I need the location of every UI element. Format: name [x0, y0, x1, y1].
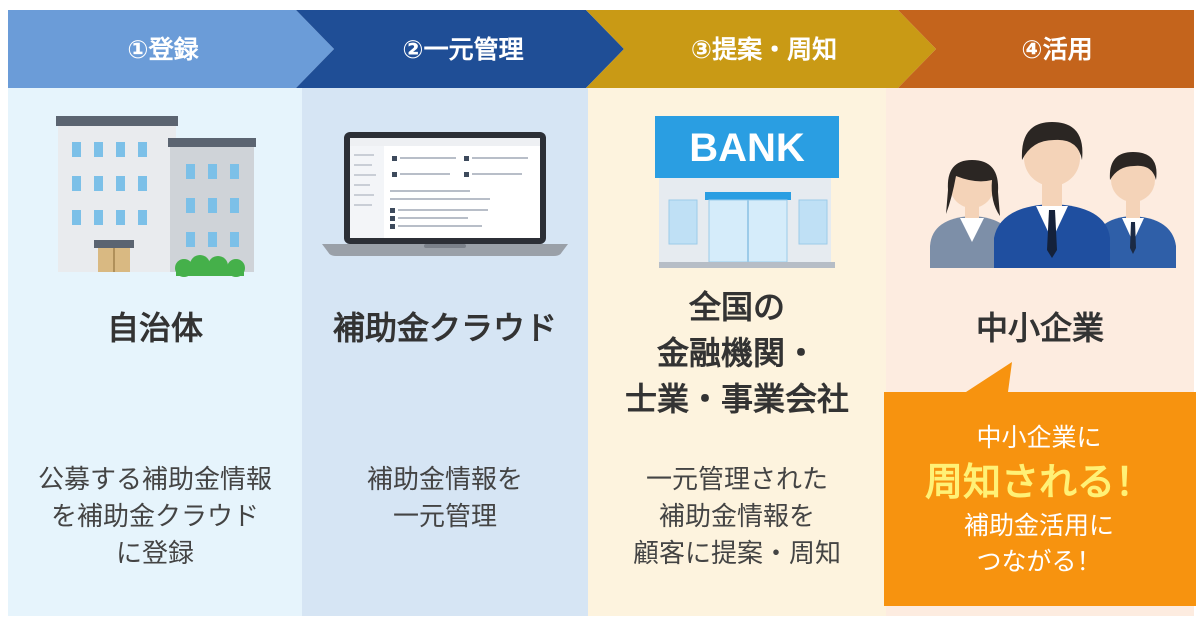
step-2-chevron: [296, 10, 624, 88]
callout-text: 中小企業に 周知される！ 補助金活用に つながる！: [884, 420, 1194, 580]
sme-title: 中小企業: [975, 309, 1104, 347]
callout-line-3: つながる！: [976, 547, 1102, 576]
finance-description: 一元管理された 補助金情報を 顧客に提案・周知: [632, 465, 841, 569]
step-1-chevron: [8, 10, 334, 88]
step-3-label: ③提案・周知: [690, 35, 838, 64]
municipal-building-icon: [56, 116, 256, 277]
bank-icon: BANK: [655, 116, 839, 268]
cloud-title: 補助金クラウド: [332, 309, 557, 347]
callout-line-2: 補助金活用に: [963, 511, 1114, 540]
step-4-label: ④活用: [1021, 35, 1093, 64]
bank-sign: BANK: [689, 126, 805, 170]
step-4-chevron: [898, 10, 1194, 88]
step-1-label: ①登録: [127, 35, 199, 64]
callout-box: [884, 362, 1196, 606]
laptop-icon: [322, 132, 568, 256]
municipality-title: 自治体: [106, 309, 203, 347]
callout-emphasis: 周知される！: [924, 460, 1153, 504]
municipality-description: 公募する補助金情報 を補助金クラウド に登録: [37, 465, 272, 569]
cloud-description: 補助金情報を 一元管理: [366, 465, 523, 532]
step-3-chevron: [586, 10, 936, 88]
step-bar: [8, 10, 1194, 88]
finance-title: 全国の 金融機関・ 士業・事業会社: [624, 288, 849, 418]
callout-line-1: 中小企業に: [976, 423, 1102, 452]
business-people-icon: [930, 122, 1176, 268]
step-2-label: ②一元管理: [402, 35, 524, 64]
